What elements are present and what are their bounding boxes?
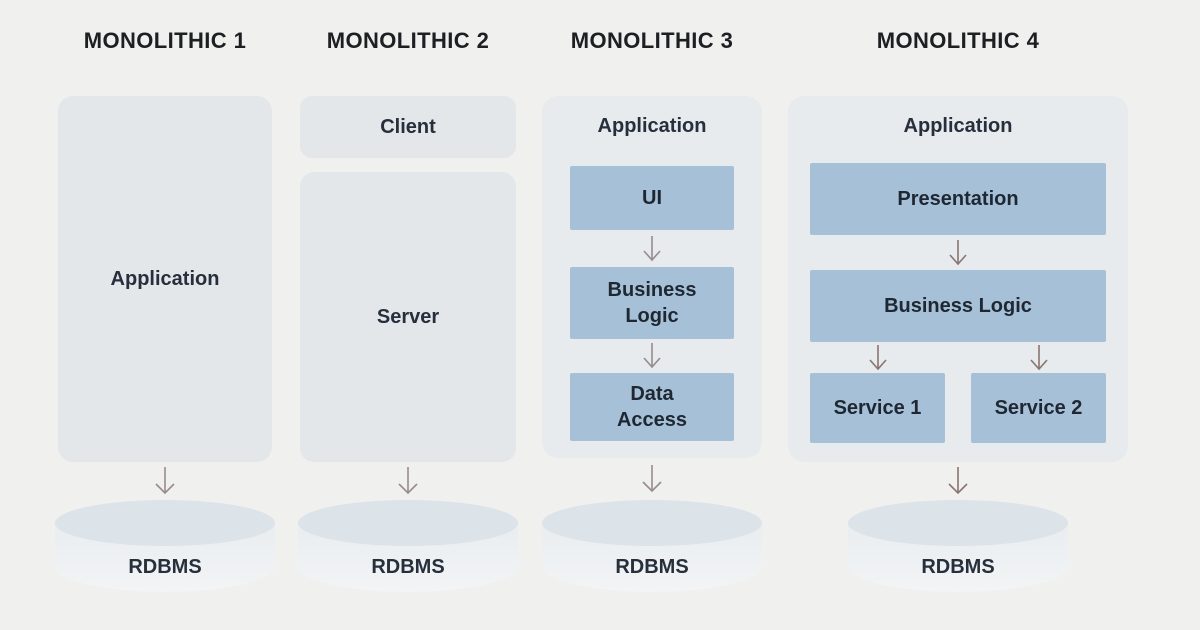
down-arrow-icon	[945, 462, 971, 500]
column-content: Application Presentation Business Logic	[788, 96, 1128, 592]
rdbms-database: RDBMS	[55, 500, 275, 592]
down-arrow-icon	[971, 344, 1106, 372]
down-arrow-icon	[639, 339, 665, 373]
rdbms-database: RDBMS	[542, 500, 762, 592]
monolithic-2-column: MONOLITHIC 2 Client Server RDBMS	[298, 0, 518, 592]
down-arrow-icon	[639, 230, 665, 267]
cylinder-top	[55, 500, 275, 546]
module-presentation: Presentation	[810, 163, 1106, 235]
down-arrow-icon	[152, 462, 178, 500]
monolithic-4-column: MONOLITHIC 4 Application Presentation Bu…	[788, 0, 1128, 592]
module-service-2: Service 2	[971, 373, 1106, 443]
container-title: Application	[597, 115, 707, 137]
panel-label: Application	[110, 267, 220, 290]
rdbms-label: RDBMS	[128, 556, 202, 578]
rdbms-label: RDBMS	[921, 556, 995, 578]
module-service-1: Service 1	[810, 373, 945, 443]
column-title: MONOLITHIC 2	[326, 28, 490, 53]
monolithic-1-column: MONOLITHIC 1 Application RDBMS	[55, 0, 275, 592]
down-arrow-icon	[945, 235, 971, 270]
module-business-logic: Business Logic	[570, 267, 734, 339]
container-title: Application	[903, 115, 1013, 137]
split-arrows-row	[810, 342, 1106, 373]
column-content: Application UI Business Logic Data Acces…	[542, 96, 762, 592]
module-ui: UI	[570, 166, 734, 230]
server-panel: Server	[300, 172, 516, 462]
column-content: Client Server RDBMS	[298, 96, 518, 592]
panel-label: Client	[380, 115, 436, 138]
down-arrow-icon	[639, 458, 665, 500]
column-title: MONOLITHIC 3	[570, 28, 734, 53]
down-arrow-icon	[395, 462, 421, 500]
panel-label: Server	[376, 305, 440, 328]
services-row: Service 1 Service 2	[810, 373, 1106, 443]
application-container: Application UI Business Logic Data Acces…	[542, 96, 762, 458]
column-title: MONOLITHIC 4	[876, 28, 1040, 53]
rdbms-database: RDBMS	[298, 500, 518, 592]
module-data-access: Data Access	[570, 373, 734, 441]
rdbms-label: RDBMS	[371, 556, 445, 578]
application-container: Application Presentation Business Logic	[788, 96, 1128, 462]
cylinder-top	[542, 500, 762, 546]
column-title: MONOLITHIC 1	[83, 28, 247, 53]
module-business-logic: Business Logic	[810, 270, 1106, 342]
column-content: Application RDBMS	[55, 96, 275, 592]
cylinder-top	[298, 500, 518, 546]
rdbms-label: RDBMS	[615, 556, 689, 578]
application-panel: Application	[58, 96, 272, 462]
cylinder-top	[848, 500, 1068, 546]
rdbms-database: RDBMS	[848, 500, 1068, 592]
client-panel: Client	[300, 96, 516, 158]
down-arrow-icon	[810, 344, 945, 372]
monolithic-3-column: MONOLITHIC 3 Application UI Business Log…	[542, 0, 762, 592]
